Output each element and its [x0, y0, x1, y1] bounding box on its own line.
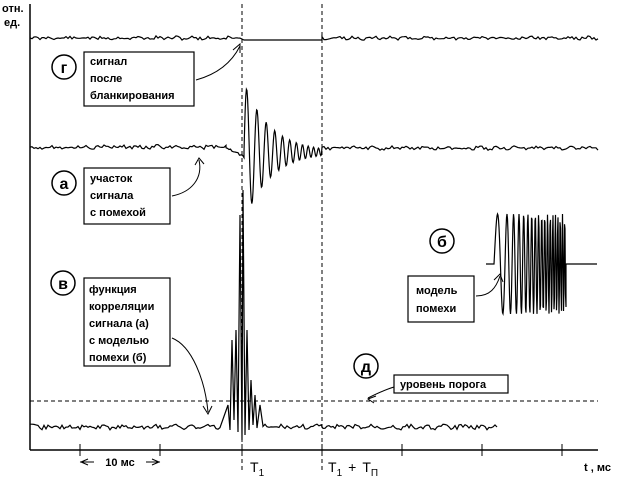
leader-v: [171, 337, 209, 413]
leader-a-arrow: [194, 157, 205, 166]
y-axis-unit-line2: ед.: [4, 17, 20, 29]
svg-text:в: в: [58, 276, 68, 293]
svg-text:корреляции: корреляции: [89, 301, 154, 313]
svg-text:участок: участок: [90, 173, 133, 185]
svg-text:с помехой: с помехой: [90, 207, 146, 219]
svg-text:а: а: [60, 176, 69, 193]
svg-text:с моделью: с моделью: [89, 335, 149, 347]
callout-d: уровень порога: [393, 374, 509, 394]
svg-text:функция: функция: [89, 284, 137, 296]
leader-v-arrow: [202, 405, 213, 416]
scale-bar: 10 мс: [79, 455, 161, 469]
scale-bar-label: 10 мс: [105, 457, 134, 469]
svg-text:уровень порога: уровень порога: [400, 379, 487, 391]
callout-v: функция корреляции сигнала (а) с моделью…: [83, 277, 171, 367]
leader-d-arrow: [366, 395, 377, 404]
svg-text:сигнала: сигнала: [90, 190, 134, 202]
svg-text:д: д: [361, 359, 371, 376]
marker-b: б: [429, 228, 455, 254]
leader-g-arrow: [232, 42, 241, 53]
trace-v-correlation-function: [30, 189, 498, 441]
svg-text:сигнала (а): сигнала (а): [89, 318, 149, 330]
x-axis-unit: t , мс: [584, 462, 611, 474]
leader-d: [367, 386, 395, 399]
leader-a: [171, 159, 201, 197]
trace-b-interference-model: [486, 212, 597, 316]
leader-b: [475, 275, 501, 297]
marker-d: д: [353, 353, 379, 379]
svg-text:б: б: [437, 234, 447, 251]
y-axis-unit-line1: отн.: [2, 3, 24, 15]
svg-text:г: г: [61, 60, 68, 77]
svg-text:помехи: помехи: [416, 303, 456, 315]
leader-b-arrow: [493, 273, 504, 283]
marker-a: а: [51, 170, 77, 196]
svg-text:бланкирования: бланкирования: [90, 90, 175, 102]
callout-a: участок сигнала с помехой: [83, 167, 171, 225]
svg-text:сигнал: сигнал: [90, 56, 127, 68]
marker-v: в: [50, 270, 76, 296]
trace-a-signal-with-interference: [29, 87, 599, 204]
marker-g: г: [51, 54, 77, 80]
svg-text:помехи (б): помехи (б): [89, 352, 147, 364]
t1-tp-label: T1+TП: [328, 459, 378, 479]
callout-g: сигнал после бланкирования: [83, 51, 195, 107]
trace-g-signal-after-blanking: [29, 34, 599, 41]
t1-label: T1: [250, 459, 265, 479]
callout-b: модель помехи: [407, 275, 475, 323]
leader-g: [195, 45, 241, 81]
svg-text:после: после: [90, 73, 122, 85]
svg-text:модель: модель: [416, 285, 458, 297]
